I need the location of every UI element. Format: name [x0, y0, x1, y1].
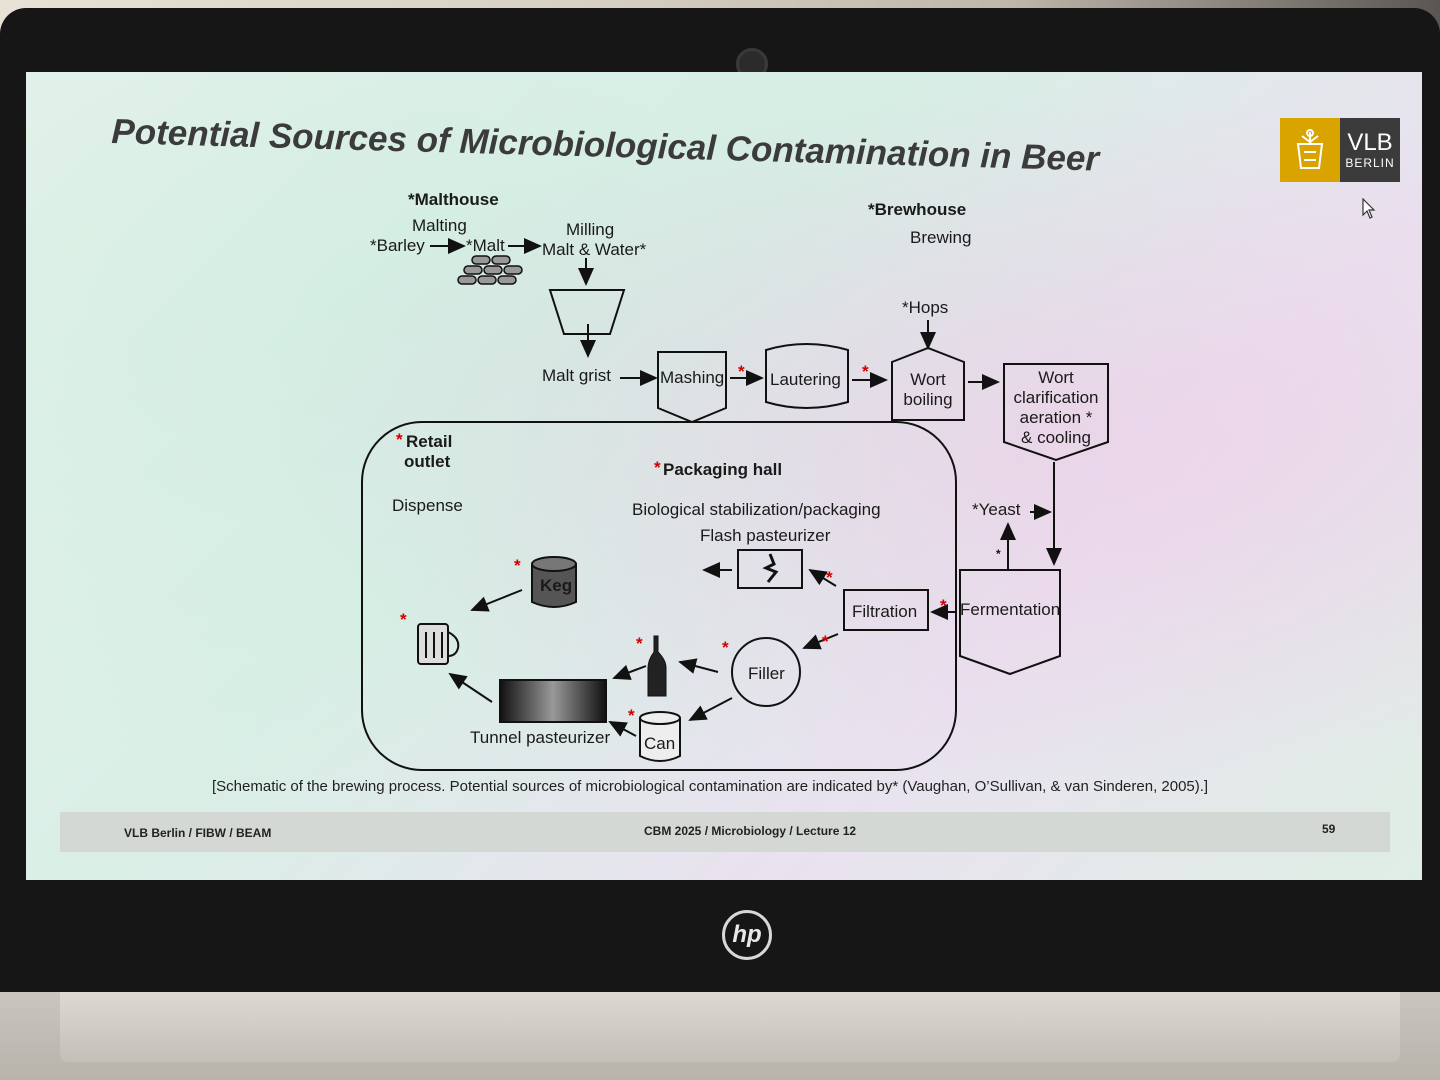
wort-clarification-label-4: & cooling	[1021, 428, 1091, 447]
mashing-vessel-shape	[657, 351, 727, 424]
filler-star-left: *	[722, 638, 729, 657]
tunnel-pasteurizer-label: Tunnel pasteurizer	[470, 728, 611, 747]
glass-star: *	[400, 610, 407, 629]
filler-star-right: *	[822, 632, 829, 651]
slide-footer: VLB Berlin / FIBW / BEAM CBM 2025 / Micr…	[60, 812, 1390, 852]
mill-hopper-shape	[548, 289, 626, 335]
wort-clarification-label-1: Wort	[1038, 368, 1074, 387]
laptop-screen: Potential Sources of Microbiological Con…	[26, 72, 1422, 880]
packaging-hall-star: *	[654, 458, 661, 477]
keg-icon	[531, 556, 577, 608]
wort-boiling-vessel-shape	[891, 346, 965, 421]
wort-boiling-label-1: Wort	[910, 370, 946, 389]
arrow-filler-bottle	[678, 658, 719, 674]
logo-main-text: VLB	[1347, 129, 1393, 156]
arrow-can-tunnel	[608, 721, 637, 737]
filtration-box-shape	[843, 589, 929, 631]
malt-label: *Malt	[466, 236, 505, 255]
can-icon	[639, 711, 681, 762]
packaging-hall-boundary	[361, 421, 957, 771]
wort-clarification-vessel-shape	[1003, 363, 1109, 462]
brewing-flow-diagram	[361, 238, 1109, 771]
mashing-label: Mashing	[660, 368, 725, 387]
figure-caption: [Schematic of the brewing process. Poten…	[212, 778, 1209, 795]
arrow-filtration-flash	[808, 568, 837, 587]
malt-water-label: Malt & Water*	[542, 240, 647, 259]
footer-left-text: VLB Berlin / FIBW / BEAM	[124, 826, 272, 840]
yeast-star: *	[996, 547, 1001, 561]
retail-label-2: outlet	[404, 452, 451, 471]
biological-stabilization-label: Biological stabilization/packaging	[632, 500, 881, 519]
flash-star: *	[826, 568, 833, 587]
flash-pasteurizer-shape	[737, 549, 803, 589]
flash-pasteurizer-label: Flash pasteurizer	[700, 526, 831, 545]
can-star: *	[628, 706, 635, 725]
beer-glass-icon	[417, 623, 460, 665]
filler-circle-shape	[731, 637, 801, 707]
lautering-label: Lautering	[770, 370, 841, 389]
arrow-keg-glass	[470, 589, 523, 612]
dispense-label: Dispense	[392, 496, 463, 515]
fermentation-vessel-shape	[959, 569, 1061, 676]
retail-star: *	[396, 430, 403, 449]
retail-label-1: Retail	[406, 432, 453, 451]
arrow-tunnel-glass	[448, 672, 493, 703]
laptop-hinge	[60, 992, 1400, 1062]
filtration-label: Filtration	[852, 602, 918, 621]
filtration-star: *	[940, 596, 947, 615]
slide-number: 59	[1322, 822, 1336, 836]
brewing-label: Brewing	[910, 228, 972, 247]
wort-clarification-label-3: aeration *	[1019, 408, 1093, 427]
malthouse-label: *Malthouse	[408, 190, 499, 209]
brewing-emblem-icon	[1280, 118, 1340, 182]
barley-label: *Barley	[370, 236, 425, 255]
arrow-bottle-tunnel	[612, 664, 647, 680]
filler-label: Filler	[748, 664, 785, 683]
yeast-label: *Yeast	[972, 500, 1021, 519]
malting-label: Malting	[412, 216, 467, 235]
vlb-logo: VLB BERLIN	[1280, 118, 1400, 182]
milling-label: Milling	[566, 220, 615, 239]
arrow-filtration-filler	[802, 633, 839, 650]
malt-grist-label: Malt grist	[542, 366, 611, 385]
packaging-hall-label: Packaging hall	[663, 460, 783, 479]
fermentation-label: Fermentation	[960, 600, 1061, 619]
mouse-cursor-icon	[1362, 198, 1376, 219]
logo-sub-text: BERLIN	[1345, 156, 1395, 170]
hp-logo: hp	[722, 910, 772, 960]
keg-star: *	[514, 556, 521, 575]
keg-label: Keg	[540, 576, 573, 595]
mashing-contamination-star: *	[738, 362, 745, 381]
bottle-star: *	[636, 634, 643, 653]
hops-label: *Hops	[902, 298, 949, 317]
lautering-contamination-star: *	[862, 362, 869, 381]
wort-clarification-label-2: clarification	[1013, 388, 1099, 407]
brewhouse-label: *Brewhouse	[868, 200, 967, 219]
can-label: Can	[644, 734, 676, 753]
arrow-filler-can	[688, 697, 733, 721]
logo-text: VLB BERLIN	[1340, 118, 1400, 182]
malt-grain-pile-icon	[457, 255, 523, 285]
bottle-icon	[647, 635, 667, 697]
lautering-vessel-shape	[765, 343, 849, 409]
flash-pasteurizer-burst-icon	[762, 553, 779, 583]
wort-boiling-label-2: boiling	[903, 390, 953, 409]
footer-center-text: CBM 2025 / Microbiology / Lecture 12	[644, 824, 857, 838]
tunnel-pasteurizer-shape	[499, 679, 607, 723]
